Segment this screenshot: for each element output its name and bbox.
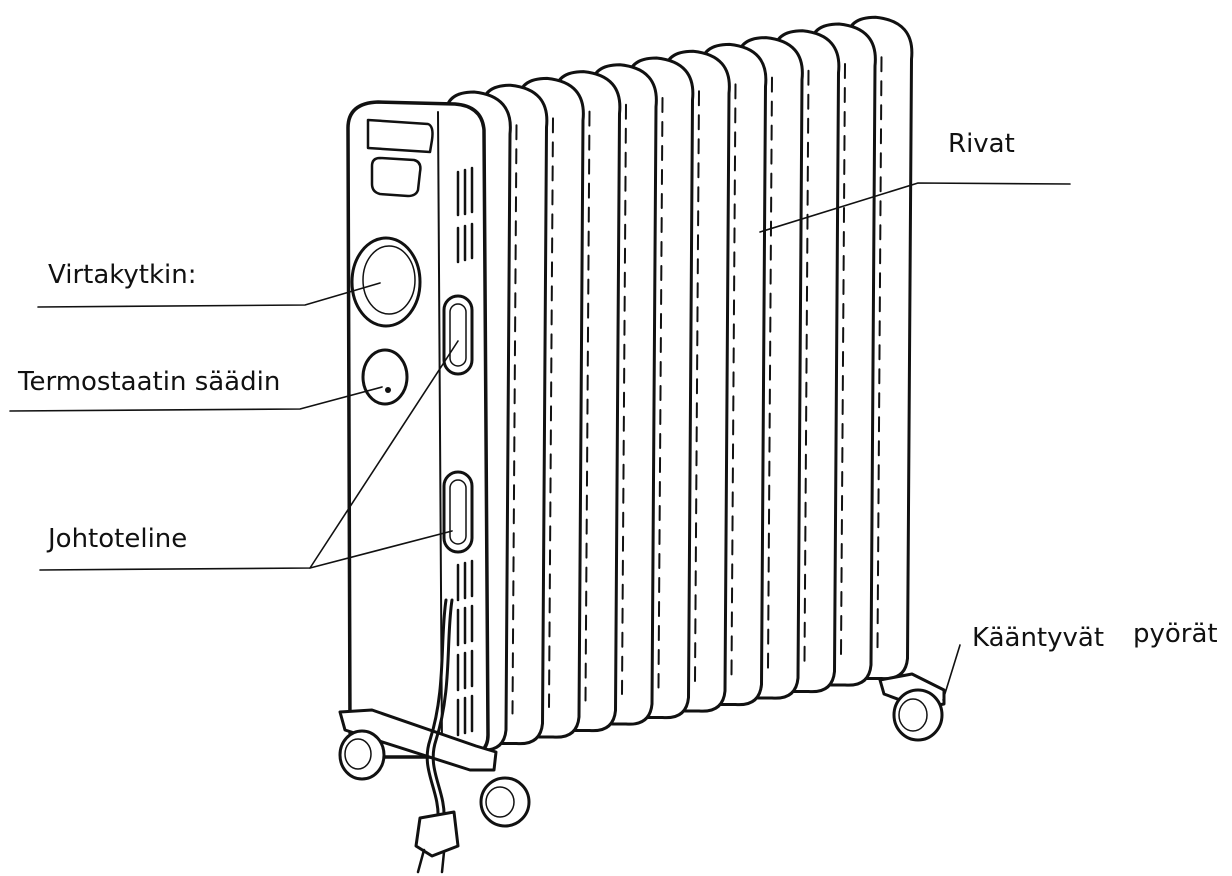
leader-termostaatti	[9, 386, 383, 412]
wheel-icon	[338, 729, 386, 781]
label-pyorat: pyörät	[1133, 619, 1218, 649]
fin-groove	[803, 69, 810, 663]
fin-groove	[621, 103, 627, 695]
power-switch-dial-icon	[350, 236, 422, 328]
plug-icon	[414, 810, 460, 858]
fin-groove	[657, 97, 664, 689]
leader-johtoteline-lower	[309, 530, 453, 569]
fin-groove	[767, 76, 773, 669]
leader-virtakytkin	[37, 282, 381, 308]
label-kaantyvat: Kääntyvät	[972, 623, 1104, 653]
wheel-icon	[892, 688, 944, 742]
power-cord	[414, 598, 460, 874]
fin-groove	[548, 117, 554, 708]
fin-groove	[694, 90, 700, 682]
handle-slot-icon	[366, 118, 434, 154]
thermostat-knob-icon	[361, 348, 409, 406]
fin-groove	[730, 83, 737, 676]
label-johtoteline: Johtoteline	[46, 524, 187, 554]
fin-groove	[511, 124, 518, 715]
wheel-icon	[479, 776, 531, 828]
label-virtakytkin: Virtakytkin:	[48, 260, 196, 290]
fin-groove	[584, 110, 591, 702]
control-panel	[346, 100, 490, 759]
label-rivat: Rivat	[948, 129, 1015, 159]
fin-groove	[876, 56, 883, 650]
swivel-wheels	[338, 672, 946, 828]
leader-kaantyvat	[942, 644, 961, 701]
fin-groove	[840, 63, 846, 656]
label-termostaatti: Termostaatin säädin	[17, 367, 280, 397]
leader-rivat	[759, 182, 1071, 233]
heater-fins	[444, 15, 914, 752]
